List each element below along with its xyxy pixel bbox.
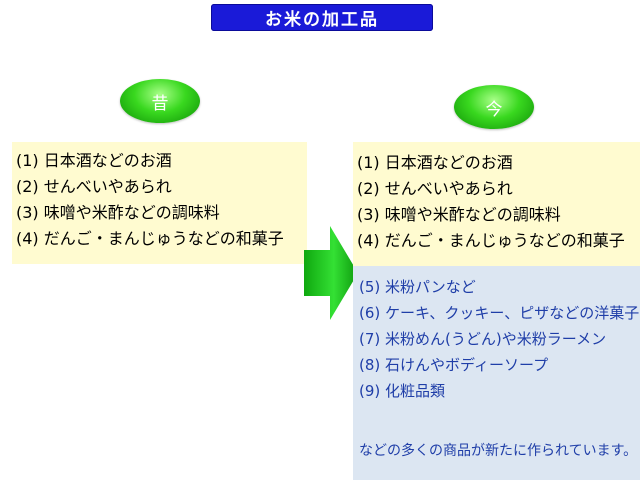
now-item: (4) だんご・まんじゅうなどの和菓子 [357,231,625,250]
now-item: (2) せんべいやあられ [357,179,513,198]
new-item: (9) 化粧品類 [359,382,446,400]
now-item: (1) 日本酒などのお酒 [357,153,513,172]
new-item: (6) ケーキ、クッキー、ピザなどの洋菓子 [359,304,640,322]
past-item: (3) 味噌や米酢などの調味料 [16,203,220,222]
past-products-list: (1) 日本酒などのお酒 (2) せんべいやあられ (3) 味噌や米酢などの調味… [16,148,284,252]
new-products-list: (5) 米粉パンなど (6) ケーキ、クッキー、ピザなどの洋菓子 (7) 米粉め… [359,274,639,404]
now-products-box: (1) 日本酒などのお酒 (2) せんべいやあられ (3) 味噌や米酢などの調味… [353,142,640,266]
now-label-oval: 今 [454,85,534,129]
new-item: (8) 石けんやボディーソープ [359,356,549,374]
past-label-oval: 昔 [120,79,200,123]
now-item: (3) 味噌や米酢などの調味料 [357,205,561,224]
past-item: (2) せんべいやあられ [16,177,172,196]
summary-text: などの多くの商品が新たに作られています。 [359,443,638,459]
past-products-box: (1) 日本酒などのお酒 (2) せんべいやあられ (3) 味噌や米酢などの調味… [12,142,307,264]
new-products-box: (5) 米粉パンなど (6) ケーキ、クッキー、ピザなどの洋菓子 (7) 米粉め… [353,266,640,480]
new-item: (5) 米粉パンなど [359,278,476,296]
now-products-list: (1) 日本酒などのお酒 (2) せんべいやあられ (3) 味噌や米酢などの調味… [357,150,625,254]
right-arrow-icon [304,226,358,320]
past-item: (1) 日本酒などのお酒 [16,151,172,170]
new-item: (7) 米粉めん(うどん)や米粉ラーメン [359,330,607,348]
past-item: (4) だんご・まんじゅうなどの和菓子 [16,229,284,248]
slide-title: お米の加工品 [211,4,433,31]
